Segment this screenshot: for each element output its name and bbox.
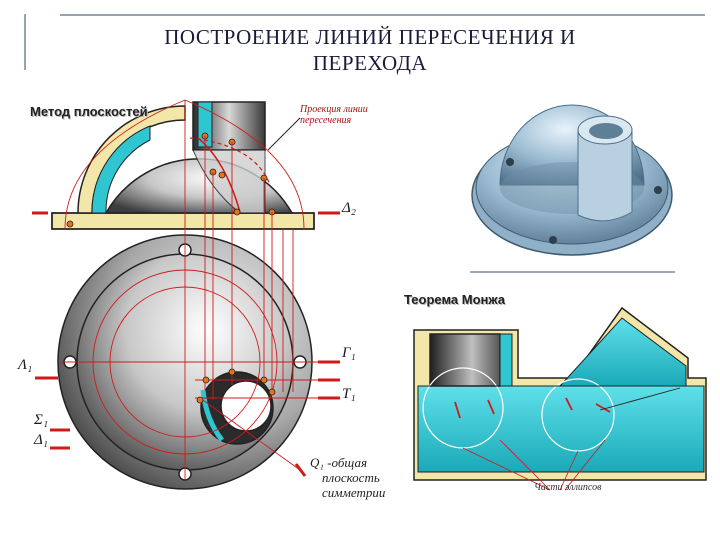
- top-view: [35, 99, 340, 490]
- label-delta1: Δ₁: [34, 432, 49, 448]
- label-q1-symmetry-plane: Q₁ -общая плоскость симметрии: [310, 455, 385, 500]
- render-3d: [470, 104, 675, 273]
- flange-front: [51, 212, 315, 230]
- callout-line-2: пересечения: [300, 115, 352, 126]
- heading-monge-theorem: Теорема Монжа: [404, 292, 505, 307]
- monge-section: [413, 306, 707, 491]
- q1-line-3: симметрии: [322, 485, 386, 500]
- title-rule: [60, 14, 705, 16]
- label-delta2: Δ₂: [342, 200, 357, 216]
- callout-ellipse-parts: Части эллипсов: [534, 482, 602, 493]
- heading-plane-method: Метод плоскостей: [30, 104, 148, 119]
- render-bolt-icon: [549, 236, 557, 244]
- label-sigma1: Σ₁: [34, 412, 49, 428]
- callout-intersection-projection: Проекция линии пересечения: [300, 104, 368, 126]
- intersection-curve-front: [197, 137, 241, 213]
- title-accent-bar: [24, 14, 26, 70]
- monge-branch-pipe: [558, 317, 687, 387]
- render-bolt-icon: [654, 186, 662, 194]
- plane-q1-mark: [294, 463, 307, 477]
- page-title: ПОСТРОЕНИЕ ЛИНИЙ ПЕРЕСЕЧЕНИЯ И ПЕРЕХОДА: [40, 24, 700, 76]
- title-line-2: ПЕРЕХОДА: [312, 51, 428, 75]
- callout-line-1: Проекция линии: [300, 104, 368, 115]
- render-bolt-icon: [506, 158, 514, 166]
- monge-main-pipe: [417, 385, 705, 473]
- render-pipe: [577, 129, 633, 222]
- q1-line-2: плоскость: [322, 470, 380, 485]
- dome-cut-face: [91, 125, 151, 214]
- front-view: [32, 101, 340, 230]
- q1-line-1: Q₁ -общая: [310, 455, 368, 470]
- label-lambda1: Λ₁: [18, 357, 33, 373]
- title-line-1: ПОСТРОЕНИЕ ЛИНИЙ ПЕРЕСЕЧЕНИЯ И: [164, 25, 576, 49]
- label-gamma1: Γ₁: [342, 345, 356, 361]
- label-tau1: Τ₁: [342, 386, 356, 402]
